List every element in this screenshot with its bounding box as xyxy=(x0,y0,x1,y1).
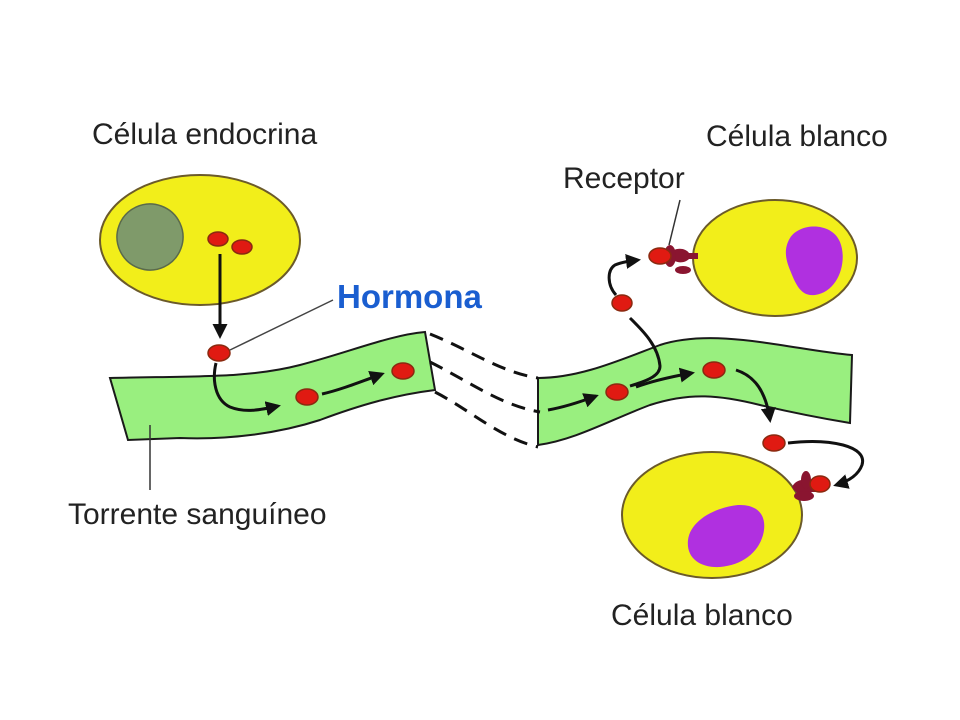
hormone-molecule xyxy=(605,383,629,401)
hormone-leader-line xyxy=(229,299,334,351)
target-nucleus-bottom xyxy=(687,504,765,568)
bloodstream-left xyxy=(108,330,437,442)
hormone-bound-bottom xyxy=(809,475,831,493)
arrow-flow-3 xyxy=(635,367,695,389)
arrow-flow-2 xyxy=(547,393,599,412)
endocrine-cell-label: Célula endocrina xyxy=(92,118,318,151)
receptor-leader-line xyxy=(668,199,681,246)
hormone-molecule xyxy=(702,361,726,379)
receptor-bottom xyxy=(792,471,820,501)
vessel-gap-lower xyxy=(434,390,539,449)
arrow-exit-bottom xyxy=(735,368,776,423)
arrow-exit-top xyxy=(628,316,662,388)
target-cell-top-label: Célula blanco xyxy=(706,120,888,153)
hormone-bound-top xyxy=(648,247,672,265)
hormone-in-cell-2 xyxy=(231,239,253,255)
hormone-molecule xyxy=(611,294,633,312)
arrow-entry xyxy=(212,362,281,416)
arrow-flow-1 xyxy=(321,371,385,396)
bloodstream-right xyxy=(537,337,854,447)
hormone-molecule xyxy=(295,388,319,406)
arrow-to-receptor-top xyxy=(607,254,641,297)
bloodstream-label: Torrente sanguíneo xyxy=(68,498,327,531)
hormone-in-cell-1 xyxy=(207,231,229,247)
arrow-to-receptor-bottom xyxy=(787,440,865,489)
hormone-molecule xyxy=(762,434,786,452)
hormone-molecule xyxy=(207,344,231,362)
endocrine-nucleus xyxy=(116,203,184,271)
target-nucleus-top xyxy=(785,226,843,296)
target-cell-bottom-label: Célula blanco xyxy=(611,599,793,632)
vessel-gap-middle xyxy=(429,360,541,414)
vessel-gap-upper xyxy=(429,332,539,380)
hormone-label: Hormona xyxy=(337,278,482,315)
hormone-molecule xyxy=(391,362,415,380)
receptor-label: Receptor xyxy=(563,162,685,195)
